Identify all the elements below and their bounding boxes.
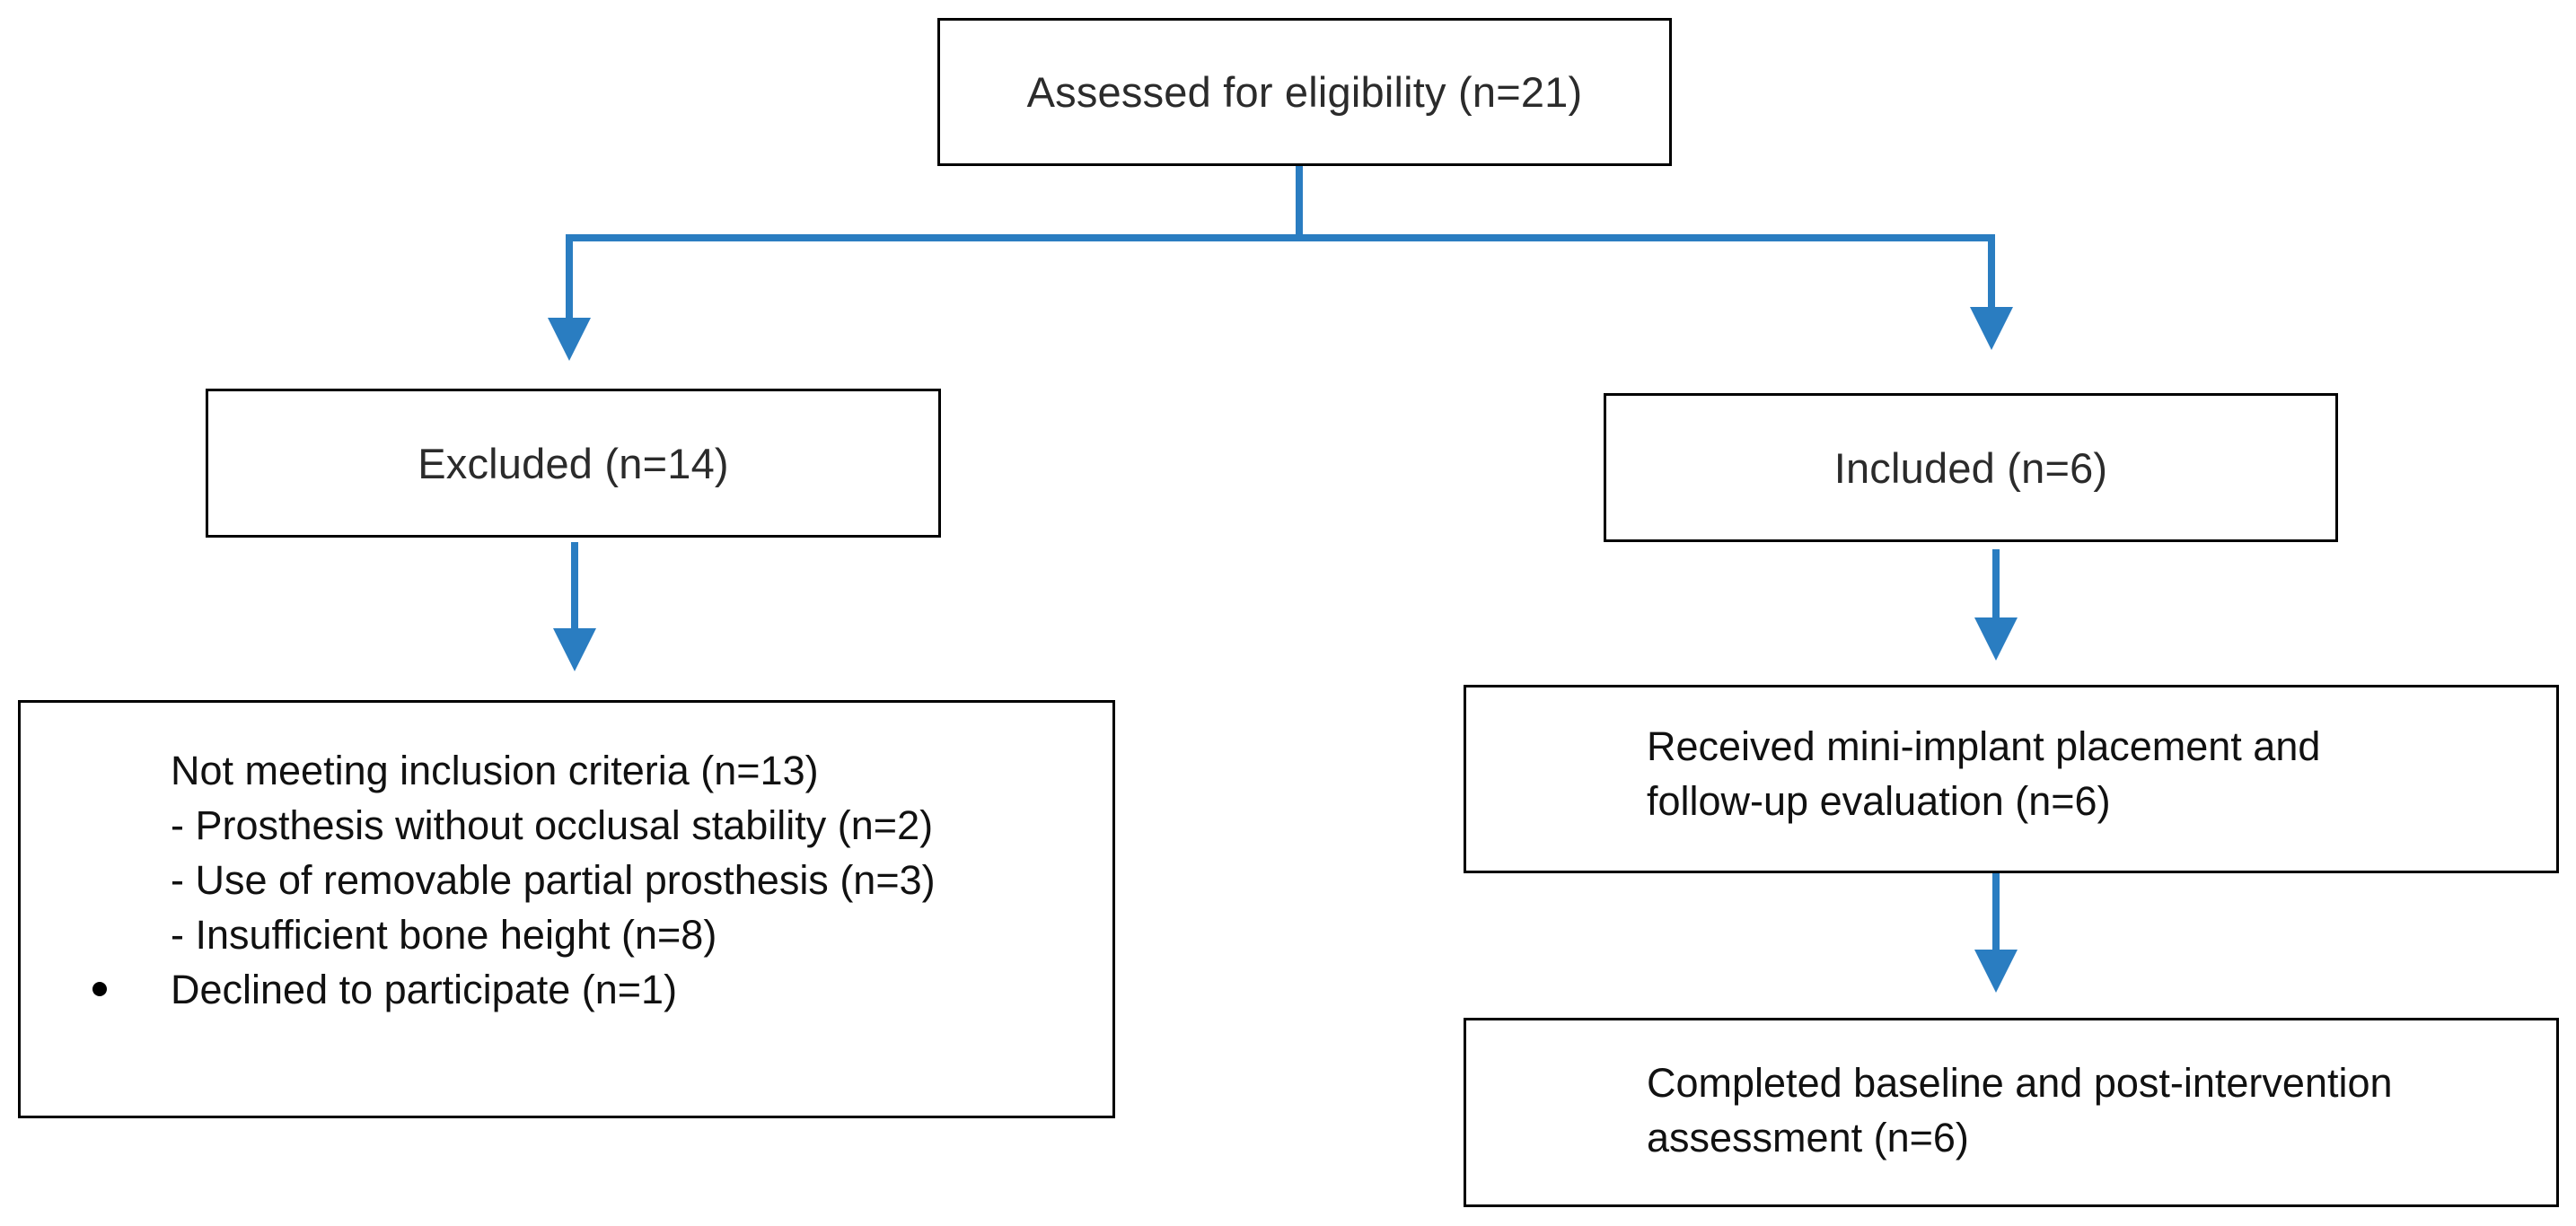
exclusion-reason: - Use of removable partial prosthesis (n… [171,857,936,903]
not-meeting-criteria-content: Not meeting inclusion criteria (n=13) - … [92,743,936,1017]
excluded-box: Excluded (n=14) [206,389,941,538]
not-meeting-heading: Not meeting inclusion criteria (n=13) [171,748,819,793]
included-box: Included (n=6) [1604,393,2338,542]
completed-assessment-box: Completed baseline and post-intervention… [1464,1018,2559,1207]
received-implant-content: Received mini-implant placement and foll… [1647,719,2320,828]
included-label: Included (n=6) [1833,443,2108,492]
received-implant-box: Received mini-implant placement and foll… [1464,685,2559,873]
bullet-icon [92,982,107,996]
assessed-box: Assessed for eligibility (n=21) [937,18,1672,166]
exclusion-reason: - Prosthesis without occlusal stability … [171,802,934,848]
declined-label: Declined to participate (n=1) [171,967,678,1012]
declined-item: Declined to participate (n=1) [92,962,936,1017]
completed-assessment-content: Completed baseline and post-intervention… [1647,1055,2393,1165]
assessed-label: Assessed for eligibility (n=21) [1026,68,1583,116]
completed-line: assessment (n=6) [1647,1115,1969,1160]
excluded-label: Excluded (n=14) [418,439,729,487]
not-meeting-criteria-box: Not meeting inclusion criteria (n=13) - … [18,700,1115,1118]
received-line: follow-up evaluation (n=6) [1647,778,2111,824]
connector-group [548,166,2018,993]
received-line: Received mini-implant placement and [1647,723,2321,769]
completed-line: Completed baseline and post-intervention [1647,1060,2393,1106]
exclusion-reason: - Insufficient bone height (n=8) [171,912,717,958]
